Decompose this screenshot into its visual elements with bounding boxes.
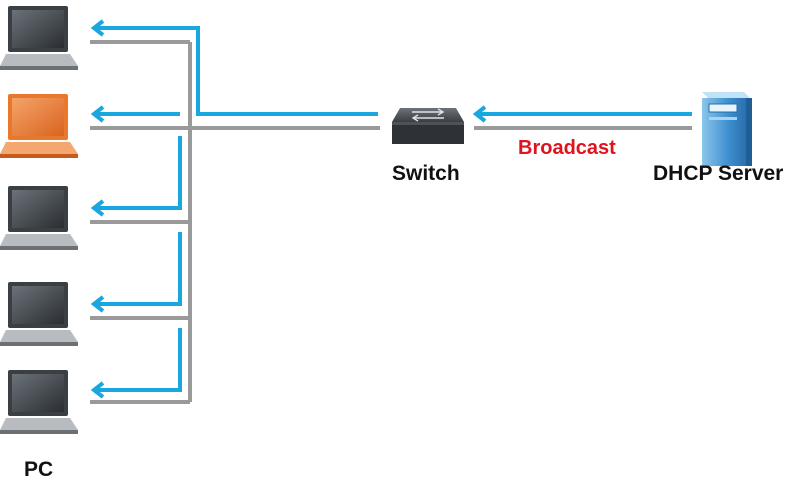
arrow-to-pc-3 <box>94 136 182 210</box>
pc-group <box>0 6 78 434</box>
pc-4-laptop-icon <box>0 282 78 346</box>
arrow-head-pc-4 <box>90 295 105 313</box>
pc-5-laptop-icon <box>0 370 78 434</box>
broadcast-arrows <box>90 19 692 399</box>
arrow-head-pc-3 <box>90 199 105 217</box>
switch-label: Switch <box>392 162 460 185</box>
arrow-head-switch <box>472 105 487 123</box>
dhcp-server-label: DHCP Server <box>653 162 784 185</box>
broadcast-label: Broadcast <box>518 137 616 159</box>
pc-1-laptop-icon <box>0 6 78 70</box>
pc-label: PC <box>24 458 54 481</box>
arrow-head-pc-5 <box>90 381 105 399</box>
pc-2-laptop-icon <box>0 94 78 158</box>
arrow-to-pc-4 <box>94 232 182 306</box>
arrow-to-pc-5 <box>94 328 182 392</box>
pc-3-laptop-icon <box>0 186 78 250</box>
network-wires <box>90 40 692 404</box>
switch-icon <box>392 108 464 144</box>
arrow-switch-to-pc-1 <box>94 26 378 116</box>
server-icon <box>702 92 752 166</box>
arrow-head-pc-2 <box>90 105 105 123</box>
arrow-head-pc-1 <box>90 19 105 37</box>
